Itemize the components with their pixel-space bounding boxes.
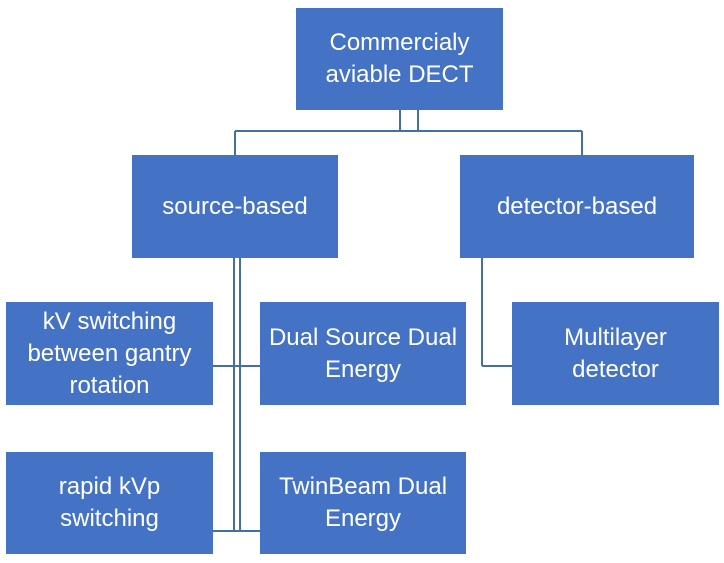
twinbeam-label: TwinBeam Dual Energy <box>278 473 448 532</box>
multilayer-node: Multilayer detector <box>512 302 719 405</box>
rapid-kvp-node: rapid kVp switching <box>6 452 213 554</box>
dual-source-label: Dual Source Dual Energy <box>268 323 458 383</box>
kv-switching-label: kV switching between gantry rotation <box>27 307 192 399</box>
multilayer-label: Multilayer detector <box>564 323 667 383</box>
source-based-label: source-based <box>162 192 308 220</box>
root-label: Commercialy aviable DECT <box>325 29 474 88</box>
detector-based-label: detector-based <box>496 192 658 220</box>
kv-switching-node: kV switching between gantry rotation <box>6 302 213 405</box>
source-based-node: source-based <box>132 155 338 258</box>
root-node: Commercialy aviable DECT <box>296 8 503 110</box>
dual-source-node: Dual Source Dual Energy <box>260 302 466 405</box>
twinbeam-node: TwinBeam Dual Energy <box>260 452 466 554</box>
rapid-kvp-label: rapid kVp switching <box>58 473 161 532</box>
detector-based-node: detector-based <box>460 155 694 258</box>
